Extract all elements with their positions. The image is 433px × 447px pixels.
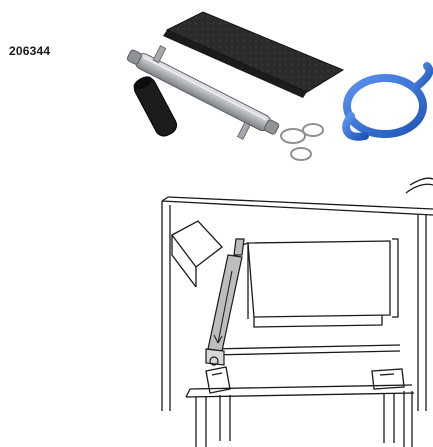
- hose-clamps: [280, 123, 324, 161]
- kit-photo: [115, 8, 433, 168]
- heating-tube: [126, 45, 280, 140]
- insulation-sleeve: [133, 76, 178, 137]
- kit-illustration: [126, 11, 433, 161]
- appliance-line-drawing: [161, 177, 433, 447]
- part-number: 206344: [9, 44, 51, 58]
- heating-mat: [163, 11, 345, 98]
- installation-diagram: [150, 175, 433, 447]
- highlighted-heater: [205, 238, 245, 366]
- blue-hose: [342, 62, 433, 141]
